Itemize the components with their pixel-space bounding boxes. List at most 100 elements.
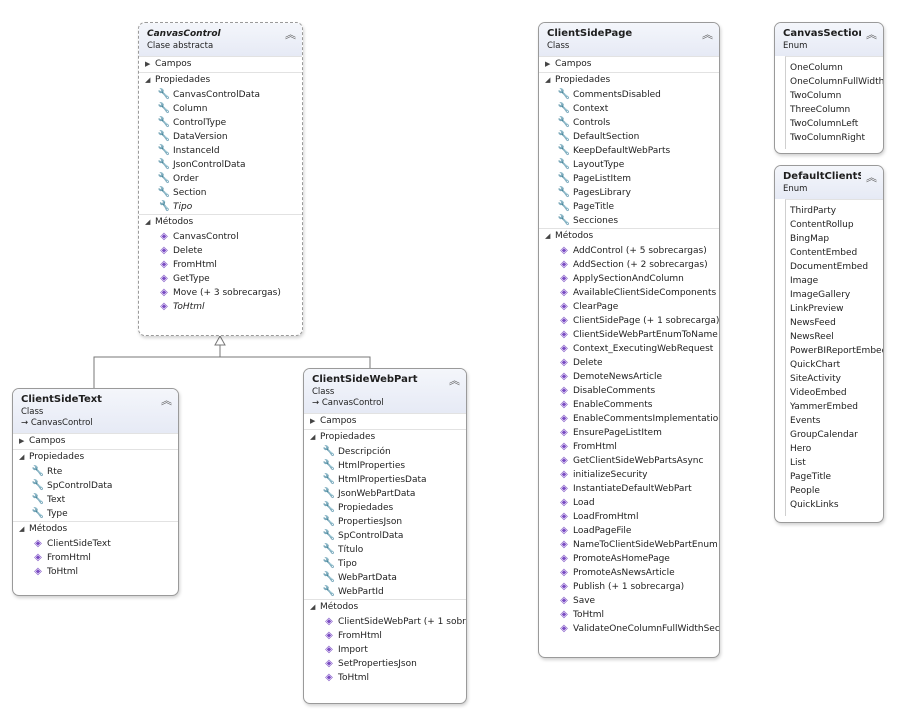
property-item[interactable]: 🔧HtmlPropertiesData <box>304 473 466 487</box>
enum-value[interactable]: ThreeColumn <box>790 105 851 115</box>
method-item[interactable]: ◈Context_ExecutingWebRequest <box>539 342 719 356</box>
property-item[interactable]: 🔧Controls <box>539 116 719 130</box>
method-item[interactable]: ◈LoadPageFile <box>539 524 719 538</box>
property-item[interactable]: 🔧Column <box>139 102 302 116</box>
property-item-abstract[interactable]: 🔧Tipo <box>139 200 302 214</box>
section-fields[interactable]: ▶Campos <box>13 433 178 449</box>
section-fields[interactable]: ▶Campos <box>139 56 302 72</box>
class-box-client-side-page[interactable]: ClientSidePage Class ︽ ▶Campos ◢Propieda… <box>538 22 720 658</box>
section-properties[interactable]: ◢Propiedades <box>539 72 719 88</box>
property-item[interactable]: 🔧Tipo <box>304 557 466 571</box>
method-item[interactable]: ◈AvailableClientSideComponents (... <box>539 286 719 300</box>
method-item[interactable]: ◈EnableComments <box>539 398 719 412</box>
method-item[interactable]: ◈PromoteAsNewsArticle <box>539 566 719 580</box>
enum-value[interactable]: ContentRollup <box>790 220 854 230</box>
property-item[interactable]: 🔧WebPartId <box>304 585 466 599</box>
enum-value[interactable]: TwoColumnLeft <box>790 119 859 129</box>
section-methods[interactable]: ◢Métodos <box>304 599 466 615</box>
method-item[interactable]: ◈FromHtml <box>139 258 302 272</box>
chevrons-up-icon[interactable]: ︽ <box>449 374 460 387</box>
property-item[interactable]: 🔧SpControlData <box>304 529 466 543</box>
method-item[interactable]: ◈Load <box>539 496 719 510</box>
chevrons-up-icon[interactable]: ︽ <box>866 28 877 41</box>
class-header[interactable]: ClientSideWebPart Class → CanvasControl … <box>304 369 466 413</box>
enum-value[interactable]: YammerEmbed <box>790 402 858 412</box>
property-item[interactable]: 🔧Rte <box>13 465 178 479</box>
property-item[interactable]: 🔧DefaultSection <box>539 130 719 144</box>
enum-value[interactable]: Hero <box>790 444 812 454</box>
property-item[interactable]: 🔧Secciones <box>539 214 719 228</box>
enum-value[interactable]: ImageGallery <box>790 290 851 300</box>
enum-value[interactable]: SiteActivity <box>790 374 841 384</box>
property-item[interactable]: 🔧HtmlProperties <box>304 459 466 473</box>
enum-header[interactable]: CanvasSectionT... Enum ︽ <box>775 23 883 56</box>
property-item[interactable]: 🔧CanvasControlData <box>139 88 302 102</box>
enum-value[interactable]: Image <box>790 276 819 286</box>
property-item[interactable]: 🔧PagesLibrary <box>539 186 719 200</box>
section-properties[interactable]: ◢Propiedades <box>139 72 302 88</box>
property-item[interactable]: 🔧PropertiesJson <box>304 515 466 529</box>
method-item[interactable]: ◈Delete <box>139 244 302 258</box>
method-item[interactable]: ◈ToHtml <box>304 671 466 685</box>
enum-value[interactable]: People <box>790 486 820 496</box>
method-item[interactable]: ◈DemoteNewsArticle <box>539 370 719 384</box>
section-fields[interactable]: ▶Campos <box>539 56 719 72</box>
method-item[interactable]: ◈ToHtml <box>539 608 719 622</box>
property-item[interactable]: 🔧Type <box>13 507 178 521</box>
property-item[interactable]: 🔧Order <box>139 172 302 186</box>
method-item[interactable]: ◈initializeSecurity <box>539 468 719 482</box>
property-item[interactable]: 🔧JsonControlData <box>139 158 302 172</box>
enum-value[interactable]: NewsFeed <box>790 318 836 328</box>
method-item[interactable]: ◈Move (+ 3 sobrecargas) <box>139 286 302 300</box>
property-item[interactable]: 🔧Título <box>304 543 466 557</box>
method-item[interactable]: ◈PromoteAsHomePage <box>539 552 719 566</box>
enum-value[interactable]: Events <box>790 416 821 426</box>
method-item[interactable]: ◈CanvasControl <box>139 230 302 244</box>
property-item[interactable]: 🔧WebPartData <box>304 571 466 585</box>
property-item[interactable]: 🔧Propiedades <box>304 501 466 515</box>
chevrons-up-icon[interactable]: ︽ <box>285 28 296 41</box>
enum-value[interactable]: TwoColumnRight <box>790 133 866 143</box>
section-methods[interactable]: ◢Métodos <box>13 521 178 537</box>
method-item[interactable]: ◈FromHtml <box>13 551 178 565</box>
enum-value[interactable]: PowerBIReportEmbed <box>790 346 884 356</box>
method-item[interactable]: ◈ValidateOneColumnFullWidthSec... <box>539 622 719 636</box>
enum-value[interactable]: ThirdParty <box>790 206 837 216</box>
property-item[interactable]: 🔧KeepDefaultWebParts <box>539 144 719 158</box>
property-item[interactable]: 🔧Context <box>539 102 719 116</box>
method-item[interactable]: ◈AddSection (+ 2 sobrecargas) <box>539 258 719 272</box>
method-item[interactable]: ◈Publish (+ 1 sobrecarga) <box>539 580 719 594</box>
property-item[interactable]: 🔧SpControlData <box>13 479 178 493</box>
enum-value[interactable]: DocumentEmbed <box>790 262 869 272</box>
method-item[interactable]: ◈LoadFromHtml <box>539 510 719 524</box>
method-item[interactable]: ◈GetType <box>139 272 302 286</box>
enum-value[interactable]: ContentEmbed <box>790 248 858 258</box>
property-item[interactable]: 🔧PageListItem <box>539 172 719 186</box>
section-methods[interactable]: ◢Métodos <box>539 228 719 244</box>
property-item[interactable]: 🔧ControlType <box>139 116 302 130</box>
property-item[interactable]: 🔧DataVersion <box>139 130 302 144</box>
enum-value[interactable]: VideoEmbed <box>790 388 847 398</box>
property-item[interactable]: 🔧Section <box>139 186 302 200</box>
enum-value[interactable]: QuickChart <box>790 360 841 370</box>
enum-header[interactable]: DefaultClientSid... Enum ︽ <box>775 166 883 199</box>
method-item[interactable]: ◈NameToClientSideWebPartEnum <box>539 538 719 552</box>
enum-value[interactable]: NewsReel <box>790 332 834 342</box>
method-item[interactable]: ◈ToHtml <box>13 565 178 579</box>
method-item[interactable]: ◈EnableCommentsImplementation <box>539 412 719 426</box>
class-box-client-side-text[interactable]: ClientSideText Class → CanvasControl ︽ ▶… <box>12 388 179 596</box>
method-item[interactable]: ◈ClearPage <box>539 300 719 314</box>
enum-value[interactable]: PageTitle <box>790 472 832 482</box>
method-item[interactable]: ◈Delete <box>539 356 719 370</box>
method-item[interactable]: ◈FromHtml <box>539 440 719 454</box>
enum-value[interactable]: OneColumn <box>790 63 843 73</box>
section-fields[interactable]: ▶Campos <box>304 413 466 429</box>
class-header[interactable]: ClientSidePage Class ︽ <box>539 23 719 56</box>
method-item[interactable]: ◈ClientSideText <box>13 537 178 551</box>
property-item[interactable]: 🔧InstanceId <box>139 144 302 158</box>
property-item[interactable]: 🔧Text <box>13 493 178 507</box>
enum-value[interactable]: QuickLinks <box>790 500 839 510</box>
method-item[interactable]: ◈ClientSideWebPart (+ 1 sobr... <box>304 615 466 629</box>
enum-value[interactable]: TwoColumn <box>790 91 842 101</box>
method-item[interactable]: ◈ApplySectionAndColumn <box>539 272 719 286</box>
